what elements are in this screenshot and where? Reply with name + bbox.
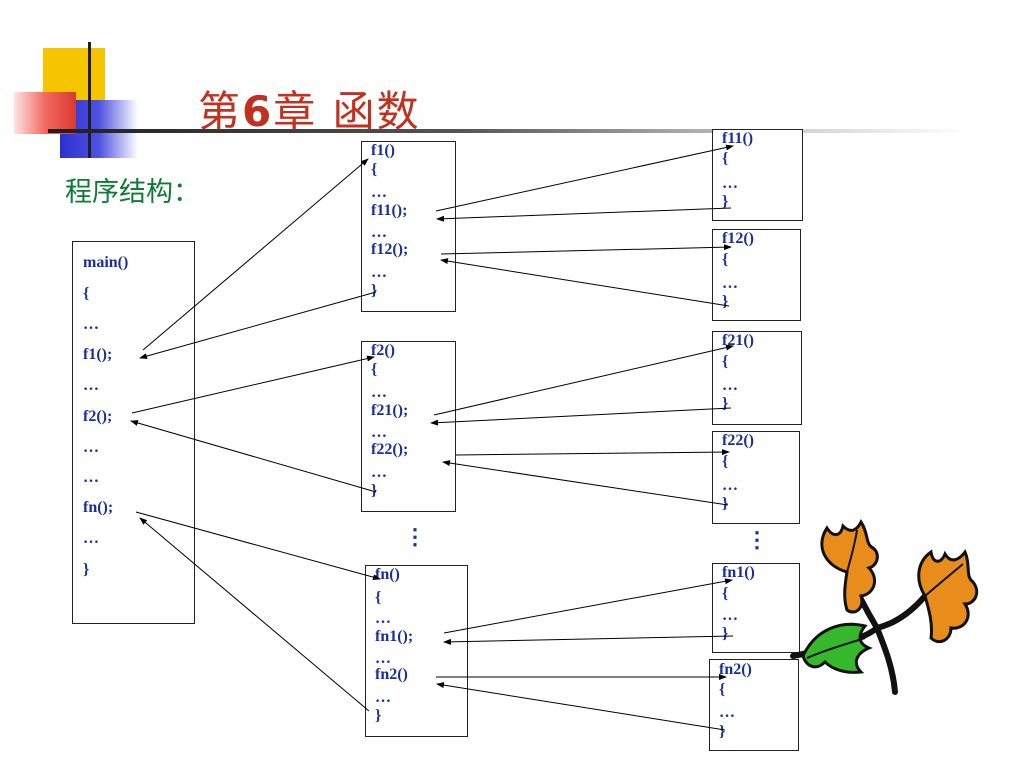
arrow-fn1-return-to-fn [444,636,733,642]
arrow-f2-to-f22 [456,452,729,455]
arrow-main-to-f1 [143,159,368,350]
arrow-f21-return-to-f2 [431,408,731,423]
arrow-fn-to-fn1 [444,580,732,633]
arrow-f22-return-to-f2 [443,462,728,505]
arrow-f12-return-to-f1 [441,260,729,306]
arrow-fn-return-to-main [140,518,369,711]
arrow-f1-to-f12 [441,247,731,254]
arrow-main-to-f2 [132,357,374,413]
arrow-f11-return-to-f1 [437,208,731,219]
arrow-f1-return-to-main [140,292,376,358]
arrow-f2-to-f21 [434,346,733,415]
arrow-fn2-return-to-fn [437,684,725,730]
autumn-leaves-icon [785,518,985,698]
arrow-f1-to-f11 [436,146,733,211]
arrow-f2-return-to-main [131,421,376,492]
